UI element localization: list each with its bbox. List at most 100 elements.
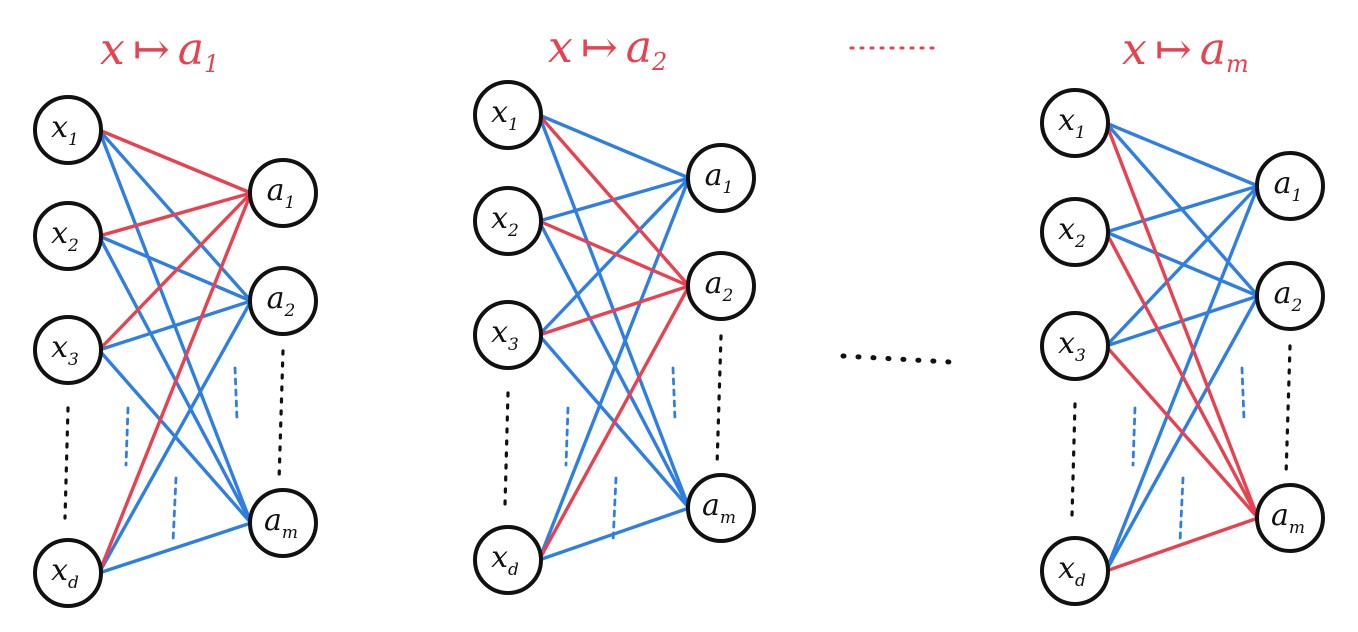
output-node-3: am bbox=[248, 488, 318, 558]
input-node-circle bbox=[1040, 536, 1110, 606]
mapping-title: x↦am bbox=[1122, 24, 1249, 78]
input-node-label-subscript: d bbox=[1075, 571, 1086, 591]
input-node-label: xd bbox=[1058, 551, 1086, 591]
title-input-var: x bbox=[548, 22, 573, 73]
title-input-var: x bbox=[100, 24, 125, 75]
output-node-2: a2 bbox=[686, 251, 756, 321]
edge-ellipsis-1 bbox=[124, 406, 130, 467]
input-node-4: xd bbox=[33, 538, 103, 608]
output-node-label-var: a bbox=[705, 266, 723, 301]
edge-x3-a1 bbox=[537, 176, 691, 337]
title-input-var: x bbox=[1122, 24, 1147, 75]
edge-ellipsis-3 bbox=[1240, 366, 1246, 422]
input-node-label: x3 bbox=[51, 330, 79, 370]
input-node-label-var: x bbox=[491, 201, 508, 236]
output-node-1: a1 bbox=[248, 158, 318, 228]
output-ellipsis bbox=[1284, 344, 1292, 478]
output-node-circle bbox=[686, 473, 756, 543]
output-node-label: am bbox=[264, 503, 298, 543]
edge-ellipsis-2 bbox=[171, 476, 178, 544]
output-node-label-subscript: m bbox=[720, 508, 736, 528]
output-node-label: a1 bbox=[1274, 166, 1303, 206]
input-node-circle bbox=[473, 525, 543, 595]
input-node-4: xd bbox=[473, 525, 543, 595]
input-node-label-subscript: 2 bbox=[507, 221, 519, 241]
highlighted-edge-x4 bbox=[1104, 516, 1260, 573]
input-node-2: x2 bbox=[473, 186, 543, 256]
input-node-label: x2 bbox=[51, 216, 79, 256]
title-output-subscript: m bbox=[1226, 50, 1249, 78]
highlighted-edge-x1 bbox=[97, 128, 253, 195]
edge-x1-a1 bbox=[1104, 121, 1260, 188]
output-node-label: a2 bbox=[705, 266, 734, 306]
input-node-2: x2 bbox=[33, 201, 103, 271]
input-node-label: x3 bbox=[1058, 326, 1086, 366]
highlighted-edge-x2 bbox=[1104, 230, 1260, 520]
input-node-label-var: x bbox=[491, 315, 508, 350]
output-node-circle bbox=[1255, 151, 1325, 221]
title-output-var: a bbox=[1200, 24, 1226, 75]
edge-x2-a2 bbox=[97, 234, 253, 303]
title-output-var: a bbox=[626, 22, 652, 73]
highlighted-edge-x3 bbox=[537, 284, 691, 337]
output-node-3: am bbox=[1255, 483, 1325, 553]
input-node-3: x3 bbox=[33, 315, 103, 385]
middle-ellipsis bbox=[840, 353, 953, 365]
edge-ellipsis-1 bbox=[1131, 406, 1137, 467]
input-node-circle bbox=[1040, 311, 1110, 381]
highlighted-edge-x4 bbox=[537, 284, 691, 562]
input-node-2: x2 bbox=[1040, 197, 1110, 267]
title-output-var: a bbox=[178, 24, 204, 75]
edges bbox=[1104, 121, 1260, 573]
input-node-circle bbox=[33, 201, 103, 271]
input-node-circle bbox=[473, 80, 543, 150]
output-node-label-var: a bbox=[267, 281, 285, 316]
edge-ellipsis-3 bbox=[233, 366, 239, 422]
input-node-label: x2 bbox=[1058, 212, 1086, 252]
output-node-1: a1 bbox=[686, 143, 756, 213]
output-node-circle bbox=[1255, 483, 1325, 553]
output-node-label-subscript: 2 bbox=[284, 301, 296, 321]
output-node-label-subscript: 1 bbox=[723, 178, 734, 198]
output-node-label-subscript: 1 bbox=[1292, 186, 1303, 206]
title-output-subscript: 1 bbox=[204, 50, 219, 78]
output-node-circle bbox=[248, 488, 318, 558]
edge-x4-a1 bbox=[537, 176, 691, 562]
output-node-label-subscript: 1 bbox=[285, 193, 296, 213]
input-node-label-var: x bbox=[491, 540, 508, 575]
input-node-label-var: x bbox=[1058, 551, 1075, 586]
input-node-label-subscript: d bbox=[508, 560, 519, 580]
input-node-label-var: x bbox=[51, 216, 68, 251]
output-node-label-var: a bbox=[1274, 276, 1292, 311]
output-node-2: a2 bbox=[248, 266, 318, 336]
input-node-label: x2 bbox=[491, 201, 519, 241]
input-node-4: xd bbox=[1040, 536, 1110, 606]
output-node-label: a2 bbox=[1274, 276, 1303, 316]
highlighted-edge-x4 bbox=[97, 191, 253, 575]
edges bbox=[97, 128, 253, 575]
edges bbox=[537, 113, 691, 562]
edge-ellipsis-3 bbox=[671, 366, 677, 422]
input-node-label-var: x bbox=[51, 553, 68, 588]
input-node-label-var: x bbox=[491, 95, 508, 130]
input-node-circle bbox=[33, 95, 103, 165]
input-node-label-subscript: 2 bbox=[1074, 232, 1086, 252]
input-node-label-subscript: 1 bbox=[508, 115, 519, 135]
input-node-label-subscript: 3 bbox=[68, 350, 79, 370]
highlighted-edge-x1 bbox=[1104, 121, 1260, 520]
output-node-label-subscript: m bbox=[1289, 518, 1305, 538]
mapping-title: x↦a1 bbox=[100, 24, 219, 78]
output-node-label-var: a bbox=[1271, 498, 1289, 533]
input-node-label: xd bbox=[51, 553, 79, 593]
output-node-label: a2 bbox=[267, 281, 296, 321]
output-node-label-var: a bbox=[702, 488, 720, 523]
highlighted-edge-x3 bbox=[97, 191, 253, 352]
output-node-circle bbox=[686, 251, 756, 321]
title-output-subscript: 2 bbox=[651, 48, 667, 76]
input-ellipsis bbox=[503, 391, 510, 507]
input-node-label-subscript: 3 bbox=[508, 335, 519, 355]
input-node-label: x1 bbox=[491, 95, 519, 135]
